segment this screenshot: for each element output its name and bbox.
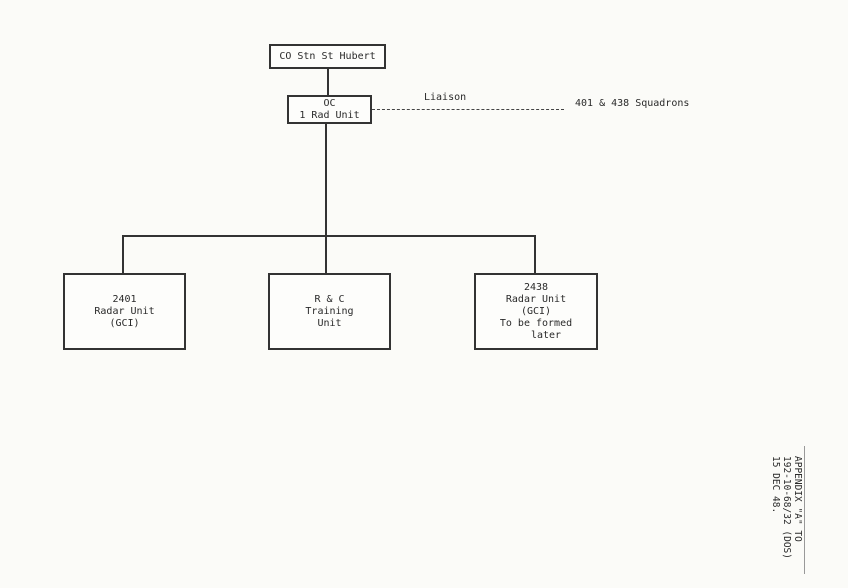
node-co-label: CO Stn St Hubert xyxy=(279,50,376,62)
node-2401-line2: Radar Unit xyxy=(94,305,155,317)
node-co-stn-st-hubert: CO Stn St Hubert xyxy=(269,44,386,69)
stamp-line3: 15 DEC 48. xyxy=(769,455,781,513)
node-rc-line3: Unit xyxy=(317,317,342,329)
node-2401-line3: (GCI) xyxy=(109,317,140,329)
appendix-stamp: APPENDIX "A" TO 192-10-68/32 (DOS) 15 DE… xyxy=(764,443,808,571)
node-oc-1-rad-unit: OC 1 Rad Unit xyxy=(287,95,372,124)
liaison-dashed-line xyxy=(372,109,564,110)
node-rc-training-unit: R & C Training Unit xyxy=(268,273,391,350)
liaison-target-label: 401 & 438 Squadrons xyxy=(575,98,690,109)
node-2438-line2: Radar Unit xyxy=(505,293,567,305)
node-rc-line1: R & C xyxy=(314,293,345,305)
connector-drop-right xyxy=(534,235,536,273)
stamp-line1: APPENDIX "A" TO xyxy=(791,455,803,542)
node-2438-line3: (GCI) xyxy=(520,305,552,317)
node-2438-line1: 2438 xyxy=(523,281,549,293)
stamp-line2: 192-10-68/32 (DOS) xyxy=(780,455,792,559)
node-rc-line2: Training xyxy=(305,305,354,317)
liaison-label: Liaison xyxy=(424,92,467,103)
connector-drop-middle xyxy=(325,235,327,273)
connector-drop-left xyxy=(122,235,124,273)
connector-bus xyxy=(122,235,536,237)
node-oc-line2: 1 Rad Unit xyxy=(299,109,360,121)
connector-root-oc xyxy=(327,68,329,95)
stamp-edge-line xyxy=(804,446,805,574)
connector-oc-bus xyxy=(325,124,327,236)
node-2401-line1: 2401 xyxy=(112,293,137,305)
node-2401-radar-unit: 2401 Radar Unit (GCI) xyxy=(63,273,186,350)
node-2438-radar-unit: 2438 Radar Unit (GCI) To be formed later xyxy=(474,273,598,350)
node-2438-line5: later xyxy=(530,329,562,341)
node-2438-line4: To be formed xyxy=(499,317,573,329)
node-oc-line1: OC xyxy=(323,97,336,109)
